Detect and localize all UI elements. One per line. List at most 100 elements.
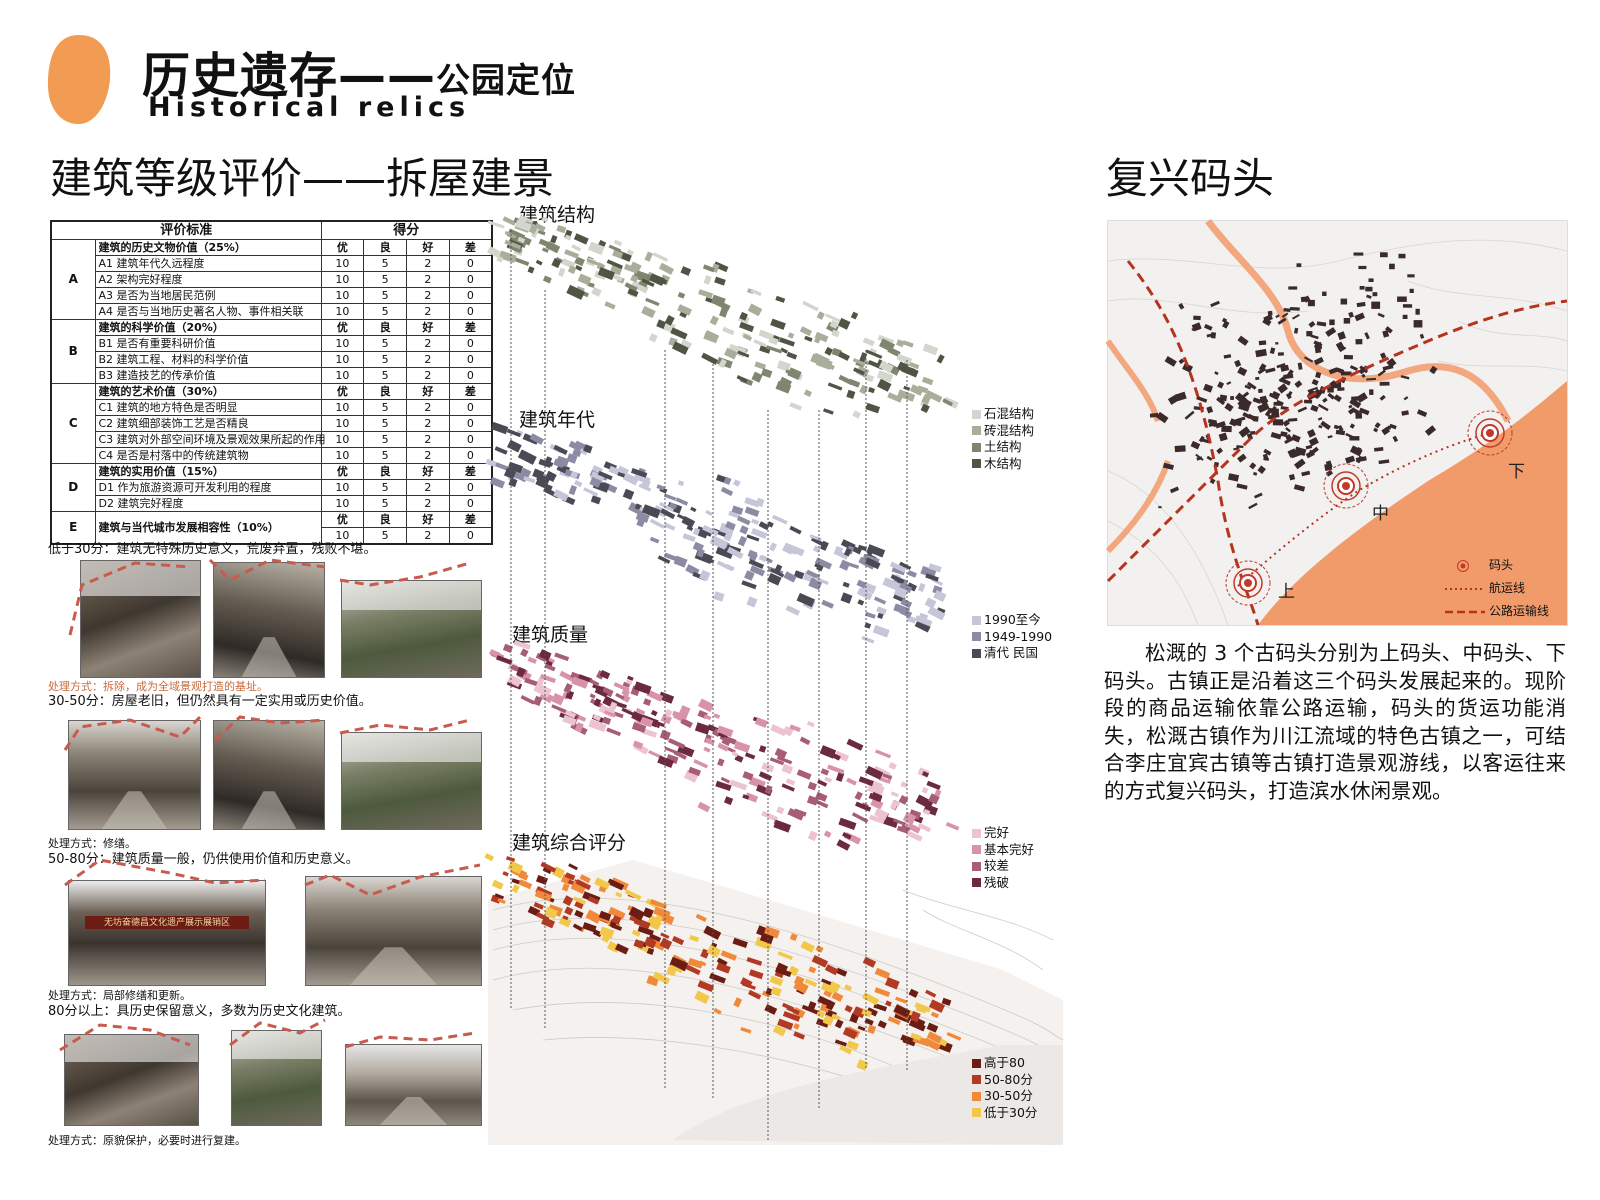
criterion-item: C1 建筑的地方特色是否明显: [94, 399, 322, 416]
age-layer-block: [796, 592, 816, 608]
overall-layer-block: [608, 906, 626, 920]
map-building: [1340, 298, 1348, 305]
age-layer-block: [659, 502, 675, 512]
age-layer-block: [682, 533, 696, 542]
map-building: [1372, 292, 1378, 297]
map-building: [1275, 314, 1280, 319]
structure-layer-block: [803, 389, 813, 398]
overall-layer-block: [568, 863, 578, 871]
overall-layer-block: [562, 895, 574, 907]
age-layer-block: [767, 521, 774, 528]
quality-layer-block: [902, 811, 917, 825]
structure-layer-block: [527, 266, 535, 274]
overall-layer-block: [607, 878, 625, 891]
age-layer-block: [553, 444, 568, 455]
overall-layer-block: [823, 989, 833, 998]
map-building: [1227, 473, 1240, 482]
age-layer-block: [705, 557, 715, 564]
age-layer-block: [546, 461, 554, 467]
age-layer-block: [573, 479, 583, 488]
legend-quality: 完好 基本完好 较差 残破: [972, 825, 1034, 891]
overall-layer-block: [649, 915, 659, 925]
structure-layer-block: [567, 265, 577, 275]
score-cell: 5: [363, 415, 407, 432]
age-layer-block: [748, 559, 765, 570]
overall-layer-block: [941, 997, 952, 1006]
age-layer-block: [553, 489, 569, 502]
score-cell: 10: [320, 351, 365, 368]
map-building: [1276, 362, 1286, 369]
age-layer-block: [686, 525, 694, 532]
structure-layer-block: [859, 352, 868, 363]
overall-layer-block: [598, 910, 612, 921]
age-layer-block: [692, 527, 701, 536]
map-building: [1236, 483, 1248, 490]
age-layer-block: [519, 467, 532, 480]
age-layer-block: [746, 596, 758, 608]
map-building: [1252, 415, 1259, 422]
map-building: [1272, 419, 1284, 426]
quality-layer-block: [658, 691, 675, 704]
age-layer-block: [529, 433, 545, 445]
age-layer-block: [715, 545, 734, 560]
legend-swatch: [972, 648, 981, 658]
age-layer-block: [728, 510, 741, 519]
overall-layer-block: [914, 1002, 931, 1013]
section-title-left: 建筑等级评价——拆屋建景: [50, 154, 555, 203]
age-layer-block: [731, 505, 744, 515]
quality-layer-block: [785, 778, 796, 786]
quality-layer-block: [827, 764, 845, 775]
quality-layer-block: [606, 727, 622, 737]
quality-layer-block: [715, 780, 732, 792]
map-building: [1325, 327, 1337, 337]
overall-layer-block: [633, 939, 645, 949]
map-building: [1293, 484, 1306, 492]
structure-layer-block: [504, 230, 517, 239]
quality-layer-block: [544, 663, 556, 672]
structure-layer-block: [606, 259, 623, 270]
map-building: [1203, 383, 1214, 393]
map-building: [1271, 411, 1280, 419]
age-layer-block: [749, 565, 766, 577]
age-layer-block: [924, 597, 937, 609]
overall-layer-block: [585, 909, 602, 924]
overall-layer-block: [709, 973, 726, 984]
quality-layer-block: [854, 791, 863, 801]
quality-layer-block: [520, 695, 535, 705]
age-layer-block: [936, 607, 946, 614]
overall-layer-block: [885, 1000, 892, 1007]
structure-layer-block: [632, 269, 652, 284]
overall-layer-block: [926, 1022, 939, 1033]
map-building: [1335, 367, 1345, 374]
map-building: [1409, 288, 1414, 293]
age-layer-block: [899, 608, 913, 619]
overall-layer-block: [659, 937, 673, 950]
age-layer-block: [566, 453, 578, 464]
age-layer-block: [668, 502, 678, 510]
quality-layer-block: [621, 693, 631, 703]
overall-layer-block: [614, 943, 629, 955]
score-cell: 5: [363, 335, 407, 352]
structure-layer-block: [812, 352, 830, 367]
map-building: [1264, 408, 1273, 417]
age-layer-block: [699, 569, 711, 582]
map-building: [1237, 453, 1247, 463]
quality-layer-block: [761, 810, 779, 822]
score-cell: 2: [405, 287, 450, 304]
photo-street-lane: [68, 720, 201, 830]
map-building: [1167, 394, 1180, 405]
structure-layer-block: [753, 339, 767, 348]
overall-layer-block: [644, 937, 657, 949]
quality-layer-block: [632, 740, 644, 750]
overall-layer-block: [511, 884, 520, 894]
quality-layer-block: [806, 721, 815, 728]
legend-item: 完好: [972, 825, 1034, 842]
map-building: [1255, 376, 1260, 380]
overall-layer-block: [534, 889, 552, 902]
quality-layer-block: [672, 710, 688, 721]
map-building: [1429, 365, 1438, 375]
map-building: [1285, 434, 1293, 443]
age-layer-block: [568, 485, 578, 496]
grade-label: 良: [363, 383, 407, 400]
